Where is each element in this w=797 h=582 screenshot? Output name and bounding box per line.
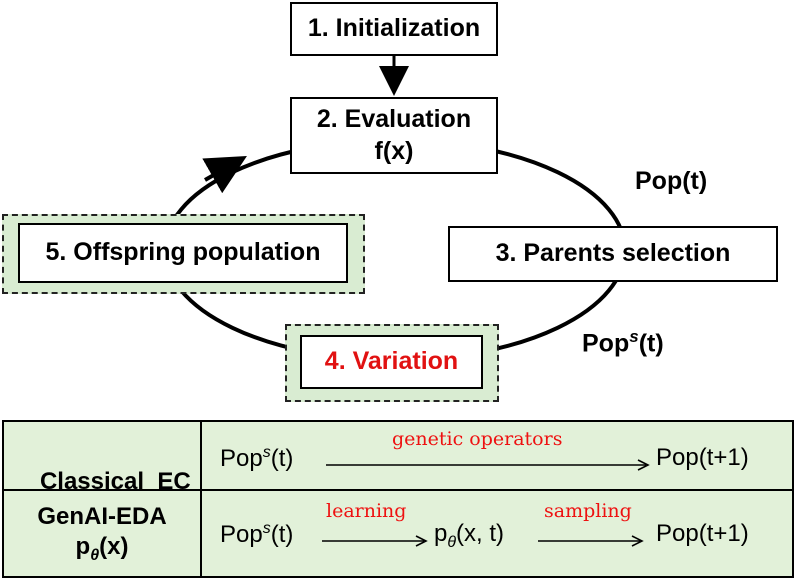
op-sampling: sampling	[544, 500, 632, 522]
node-variation-label: 4. Variation	[324, 347, 459, 376]
row2-learning-arrow	[322, 535, 428, 547]
node-initialization: 1. Initialization	[290, 2, 498, 56]
node-offspring-population-label: 5. Offspring population	[45, 238, 321, 267]
node-evaluation: 2. Evaluation f(x)	[290, 97, 498, 174]
node-parents-selection: 3. Parents selection	[448, 226, 778, 282]
pop-t-label: Pop(t)	[635, 167, 708, 195]
node-parents-selection-label: 3. Parents selection	[495, 239, 731, 268]
row2-target: Pop(t+1)	[656, 520, 749, 547]
node-offspring-population: 5. Offspring population	[18, 223, 348, 283]
row1-arrow	[326, 459, 650, 471]
node-evaluation-label: 2. Evaluation	[316, 105, 472, 134]
row2-sampling-arrow	[538, 535, 644, 547]
cycle-direction-arrow	[202, 156, 247, 194]
row1-source: Pops(t)	[220, 444, 294, 472]
op-genetic-operators: genetic operators	[392, 428, 563, 450]
row-header-genai-eda: GenAI-EDA pθ(x)	[37, 503, 167, 564]
row2-model: pθ(x, t)	[434, 520, 505, 551]
table-row-divider	[4, 489, 792, 491]
node-initialization-label: 1. Initialization	[307, 14, 481, 43]
row-header-classical-ec: Classical EC	[39, 468, 191, 495]
row1-target: Pop(t+1)	[656, 444, 749, 471]
op-learning: learning	[326, 500, 407, 522]
comparison-table: Classical EC Pops(t) genetic operators P…	[2, 420, 794, 578]
table-column-divider	[200, 422, 202, 576]
node-variation: 4. Variation	[300, 335, 483, 389]
node-evaluation-function: f(x)	[374, 136, 414, 165]
pop-s-t-label: Pops(t)	[582, 327, 664, 358]
row2-source: Pops(t)	[220, 520, 294, 548]
